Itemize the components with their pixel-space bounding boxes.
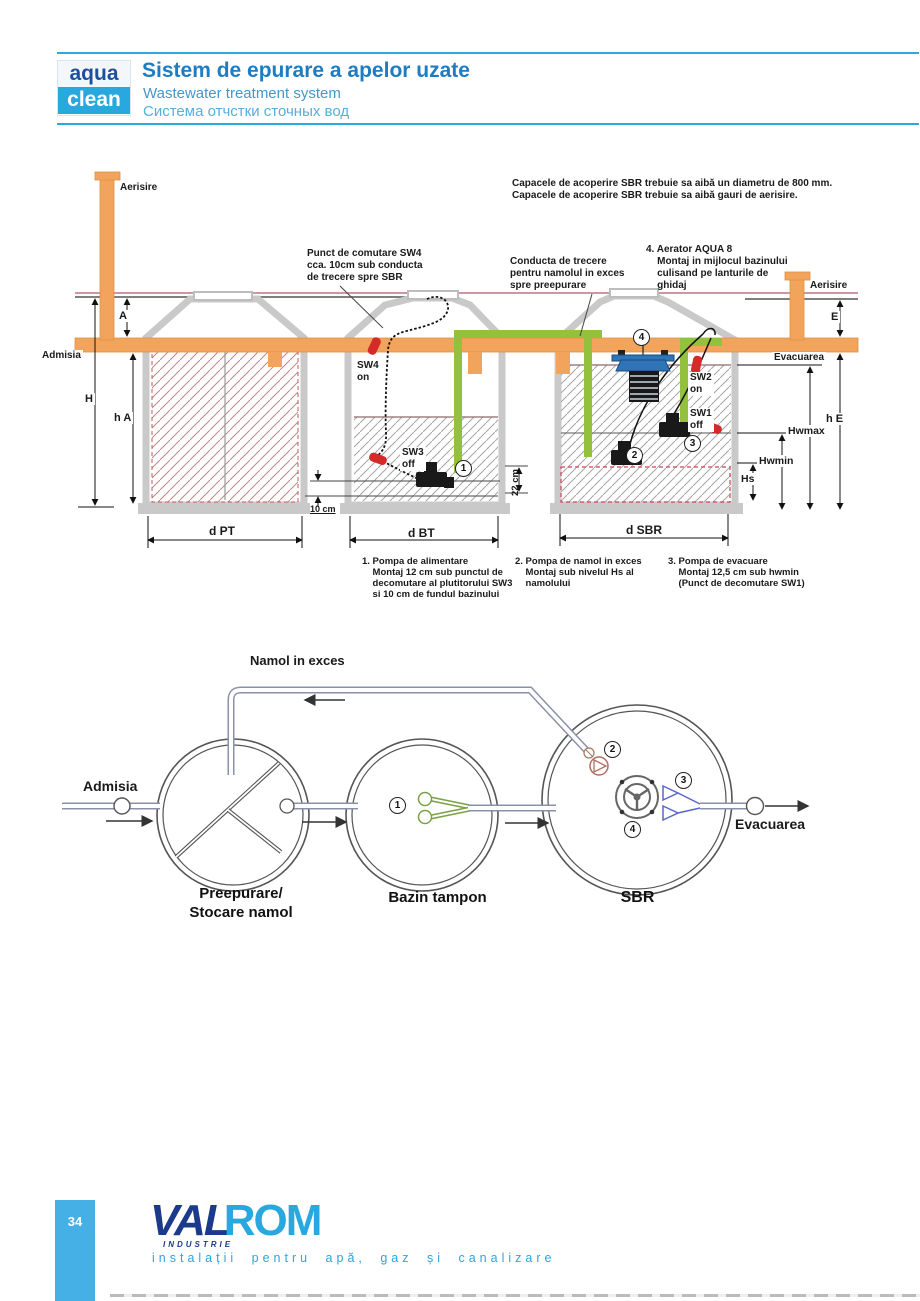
pumps bbox=[416, 413, 690, 488]
label-sw2: SW2 on bbox=[688, 372, 714, 396]
pump-symbol-3 bbox=[662, 784, 701, 822]
label-aerisire-right: Aerisire bbox=[810, 280, 848, 291]
page-number: 34 bbox=[67, 1214, 83, 1229]
dim-label-22cm: 22 cm bbox=[510, 469, 521, 496]
aerisire-riser-right bbox=[789, 278, 805, 341]
dim-label-dsbr: d SBR bbox=[624, 523, 664, 537]
valrom-logo-industrie: INDUSTRIE bbox=[163, 1240, 234, 1249]
annotation-conducta: Conducta de trecere pentru namolul in ex… bbox=[510, 256, 625, 291]
flow-label-admisia: Admisia bbox=[83, 778, 138, 794]
page-title: Sistem de epurare a apelor uzate bbox=[142, 59, 470, 82]
float-sw3 bbox=[369, 452, 387, 466]
note-capacele: Capacele de acoperire SBR trebuie sa aib… bbox=[512, 178, 833, 201]
flow-diagram bbox=[62, 686, 810, 896]
dim-label-a: A bbox=[117, 310, 129, 322]
tank-preepurare bbox=[138, 291, 310, 514]
label-sw3: SW3 off bbox=[400, 447, 426, 471]
pump-symbol-1 bbox=[417, 791, 471, 825]
aquaclean-logo: aqua clean bbox=[57, 60, 131, 116]
flow-callout-4: 4 bbox=[624, 821, 641, 838]
dim-label-he: h E bbox=[824, 413, 846, 425]
inlet-stub-sbr bbox=[556, 352, 570, 374]
flow-label-bazin-tampon: Bazin tampon bbox=[388, 889, 487, 906]
flow-circle-bazin-tampon bbox=[345, 738, 499, 892]
flow-pipe-1-2 bbox=[279, 798, 358, 828]
flow-callout-2: 2 bbox=[604, 741, 621, 758]
dim-label-hs: Hs bbox=[739, 473, 757, 485]
leader-lines bbox=[339, 285, 593, 337]
orange-pipes bbox=[74, 171, 859, 374]
header-bottom-rule bbox=[57, 123, 919, 125]
label-sw1: SW1 off bbox=[688, 408, 714, 432]
note-pump-1: 1. Pompa de alimentare Montaj 12 cm sub … bbox=[362, 556, 513, 600]
footer-tagline: instalații pentru apă, gaz și canalizare bbox=[152, 1251, 556, 1265]
logo-clean-text: clean bbox=[58, 87, 130, 114]
callout-1: 1 bbox=[455, 460, 472, 477]
dim-label-dpt: d PT bbox=[207, 524, 237, 538]
logo-aqua-text: aqua bbox=[58, 61, 130, 87]
evac-pipe-sbr bbox=[680, 338, 688, 432]
callout-2: 2 bbox=[626, 447, 643, 464]
dim-label-10cm: 10 cm bbox=[310, 504, 336, 514]
pump-1-alimentare bbox=[416, 462, 454, 488]
note-pump-3: 3. Pompa de evacuare Montaj 12,5 cm sub … bbox=[668, 556, 805, 589]
inlet-stub-bt bbox=[468, 352, 482, 374]
sludge-return-pipe bbox=[227, 686, 609, 776]
sludge-pipe-sbr bbox=[584, 330, 592, 457]
dim-label-ha: h A bbox=[112, 412, 134, 424]
flow-label-preepurare: Preepurare/ Stocare namol bbox=[189, 885, 293, 921]
float-sw4 bbox=[367, 337, 381, 355]
note-pump-2: 2. Pompa de namol in exces Montaj sub ni… bbox=[515, 556, 642, 589]
aerator-unit bbox=[611, 343, 675, 402]
dimension-lines bbox=[78, 298, 844, 548]
annotation-aerator: 4. Aerator AQUA 8 Montaj in mijlocul baz… bbox=[646, 244, 788, 291]
label-aerisire-left: Aerisire bbox=[120, 182, 158, 193]
annotation-sw4: Punct de comutare SW4 cca. 10cm sub cond… bbox=[307, 248, 423, 283]
flow-partition bbox=[174, 761, 283, 859]
float-sw2 bbox=[691, 355, 703, 374]
aerator-symbol bbox=[615, 775, 659, 819]
page-number-bar: 34 bbox=[55, 1200, 95, 1301]
pump-3-evacuare bbox=[659, 413, 690, 437]
valrom-logo-val: VAL bbox=[150, 1196, 231, 1245]
label-admisia: Admisia bbox=[40, 350, 83, 362]
label-evacuarea: Evacuarea bbox=[772, 352, 827, 364]
dim-label-e: E bbox=[829, 311, 841, 323]
flow-callout-3: 3 bbox=[675, 772, 692, 789]
page-bottom-edge bbox=[110, 1294, 920, 1297]
flow-outlet bbox=[700, 796, 810, 816]
dim-label-hwmax: Hwmax bbox=[786, 425, 827, 437]
inlet-stub-pt bbox=[268, 352, 282, 367]
feed-pipe-bt bbox=[454, 330, 462, 473]
flow-inlet bbox=[62, 797, 160, 827]
callout-3: 3 bbox=[684, 435, 701, 452]
flow-pipe-2-3 bbox=[468, 804, 556, 829]
flow-label-evacuarea: Evacuarea bbox=[735, 816, 806, 832]
valrom-logo: VALROM bbox=[150, 1196, 323, 1246]
dim-label-h: H bbox=[83, 393, 95, 405]
subtitle-english: Wastewater treatment system bbox=[143, 85, 341, 102]
header-top-rule bbox=[57, 52, 919, 54]
flow-circle-sbr bbox=[541, 704, 733, 896]
label-sw4: SW4 on bbox=[355, 360, 381, 384]
subtitle-russian: Система отчстки сточных вод bbox=[143, 103, 350, 120]
flow-label-sbr: SBR bbox=[620, 889, 655, 906]
flow-callout-1: 1 bbox=[389, 797, 406, 814]
callout-4: 4 bbox=[633, 329, 650, 346]
dim-label-dbt: d BT bbox=[406, 526, 437, 540]
aerisire-riser-left bbox=[99, 178, 115, 341]
valrom-logo-rom: ROM bbox=[223, 1196, 323, 1245]
flow-label-namol: Namol in exces bbox=[250, 653, 345, 668]
dim-label-hwmin: Hwmin bbox=[757, 455, 796, 467]
green-pipes bbox=[454, 330, 722, 473]
